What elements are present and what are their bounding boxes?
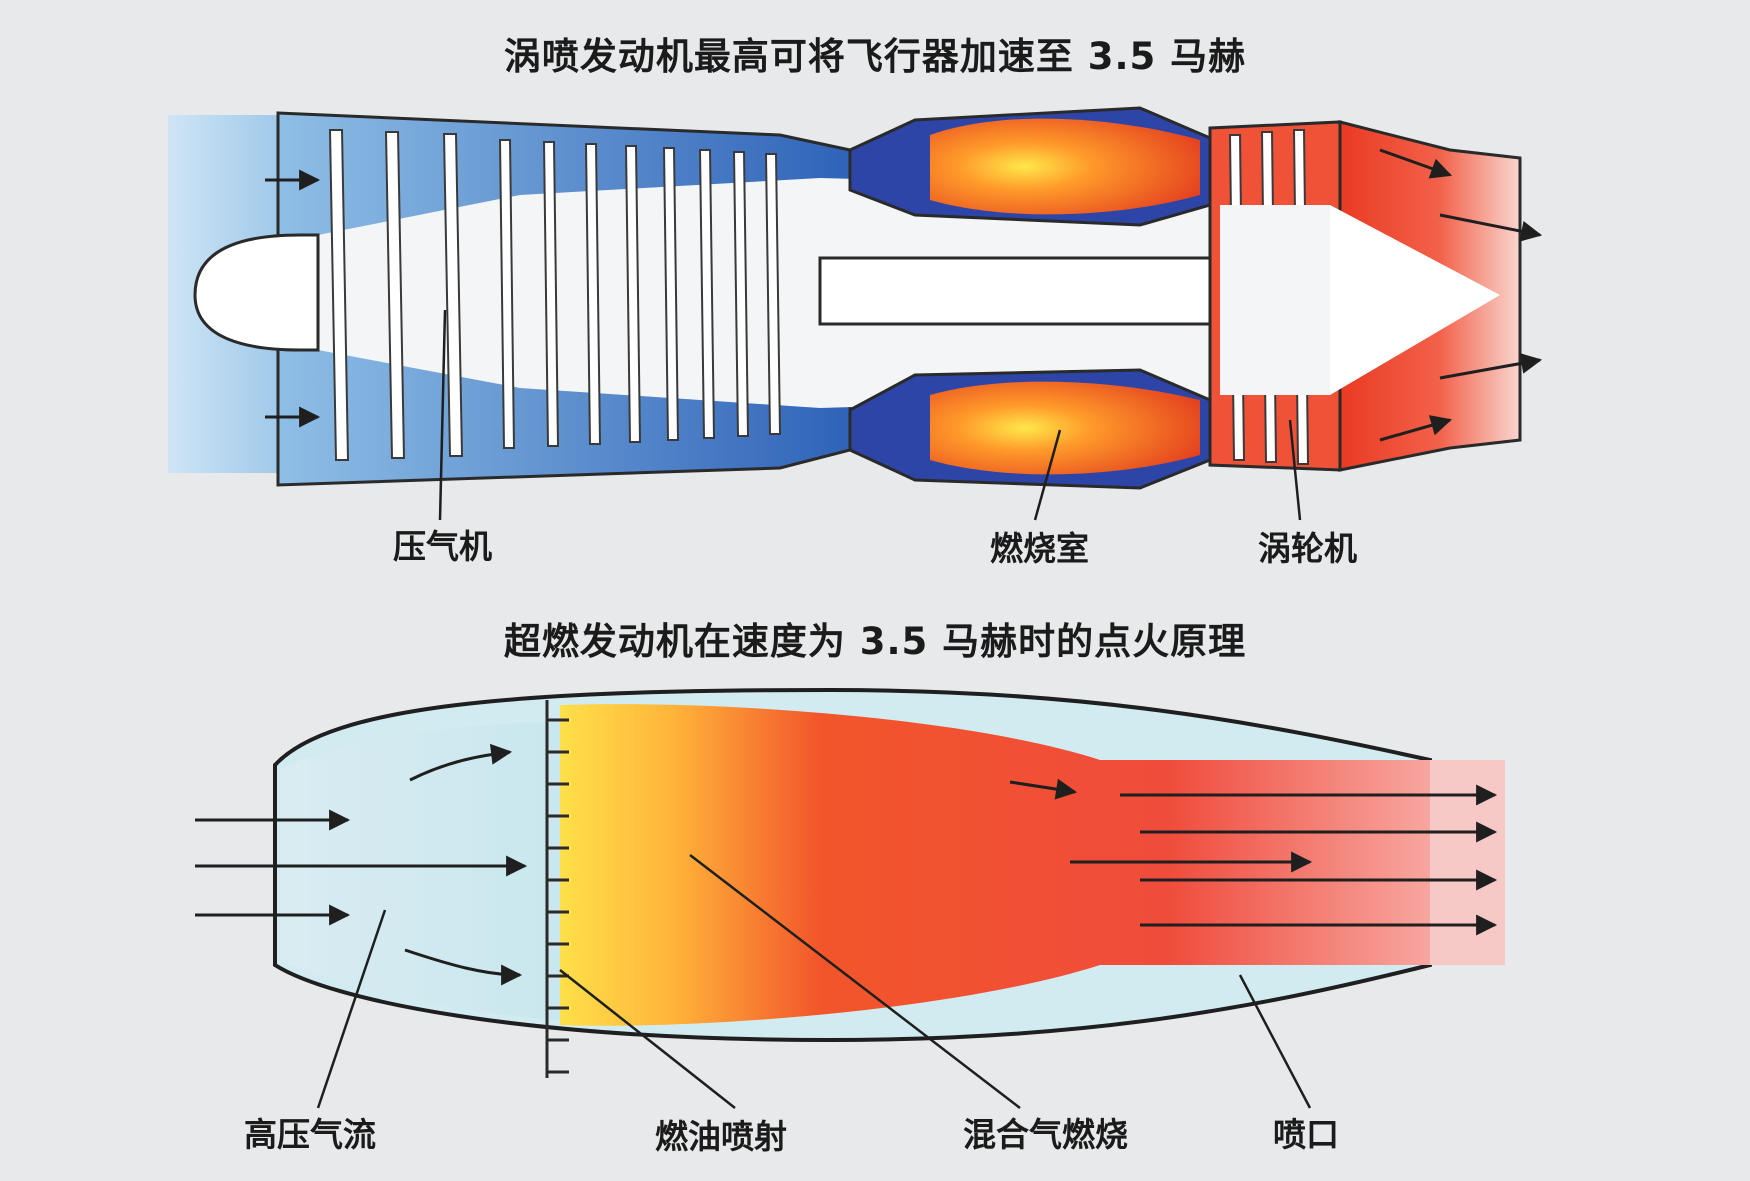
label-nozzle: 喷口 <box>1273 1108 1339 1156</box>
label-airflow: 高压气流 <box>244 1108 376 1156</box>
label-fuel-injection: 燃油喷射 <box>655 1110 787 1158</box>
exhaust-plume <box>1430 760 1505 965</box>
label-combustion: 混合气燃烧 <box>963 1108 1128 1156</box>
